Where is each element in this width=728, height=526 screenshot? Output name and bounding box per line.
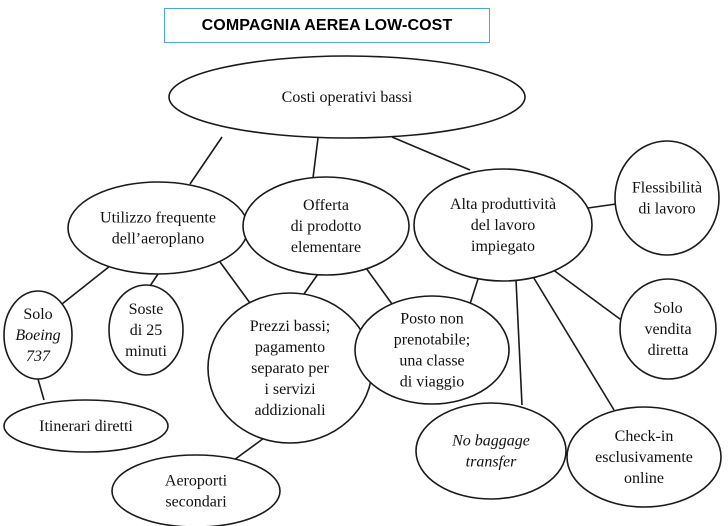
edge-utilizzo-to-soste xyxy=(149,273,159,287)
edge-offerta-to-posto xyxy=(365,267,393,305)
node-utilizzo-ellipse xyxy=(67,181,249,275)
node-itinerari: Itinerari diretti xyxy=(3,399,169,453)
node-no-baggage-ellipse xyxy=(415,402,567,500)
edge-alta-to-checkin xyxy=(531,274,615,411)
node-flessibilita-label-line: Flessibilità xyxy=(632,180,702,197)
node-checkin-label-line: online xyxy=(624,470,664,487)
node-aeroporti-label-line: Aeroporti xyxy=(165,473,228,490)
node-posto-label-line: prenotabile; xyxy=(394,332,470,349)
node-solo-vendita-label-line: Solo xyxy=(653,300,682,317)
node-aeroporti-ellipse xyxy=(111,454,281,526)
node-posto: Posto non prenotabile; una classe di viaggi… xyxy=(354,295,510,405)
node-soste-label-line: di 25 xyxy=(130,322,162,339)
node-prezzi-label-line: addizionali xyxy=(254,402,326,419)
node-offerta-label-line: elementare xyxy=(291,239,361,256)
node-solo-boeing-label-line: Solo xyxy=(23,306,52,323)
node-alta-label-line: impiegato xyxy=(471,238,535,255)
node-posto-ellipse xyxy=(354,295,510,405)
node-costi: Costi operativi bassi xyxy=(168,55,526,139)
node-soste: Soste di 25 minuti xyxy=(108,284,184,376)
node-posto-label-line: una classe xyxy=(399,353,464,370)
node-solo-vendita-ellipse xyxy=(619,278,717,380)
node-solo-boeing-ellipse xyxy=(3,290,73,380)
edge-alta-to-solo-vendita xyxy=(551,268,625,323)
edge-utilizzo-to-prezzi xyxy=(219,261,251,304)
edge-costi-to-offerta xyxy=(312,137,319,179)
node-no-baggage: No baggage transfer xyxy=(415,402,567,500)
node-offerta-label-line: Offerta xyxy=(303,197,349,214)
edge-alta-to-no-baggage xyxy=(515,279,523,406)
node-flessibilita-label-line: di lavoro xyxy=(638,201,695,218)
edge-alta-to-posto xyxy=(469,278,479,305)
node-prezzi: Prezzi bassi; pagamento separato per i serv… xyxy=(207,292,373,444)
node-prezzi-label-line: separato per xyxy=(251,360,329,377)
node-checkin-ellipse xyxy=(566,406,722,508)
node-solo-vendita-label-line: diretta xyxy=(648,342,689,359)
node-alta-label-line: del lavoro xyxy=(471,217,535,234)
node-checkin: Check-in esclusivamente online xyxy=(566,406,722,508)
node-soste-ellipse xyxy=(108,284,184,376)
node-costi-label-line: Costi operativi bassi xyxy=(282,89,413,106)
node-soste-label-line: minuti xyxy=(125,343,167,360)
node-soste-label-line: Soste xyxy=(129,301,164,318)
node-no-baggage-label-line: No baggage xyxy=(451,433,530,450)
node-offerta: Offerta di prodotto elementare xyxy=(242,176,410,276)
node-utilizzo: Utilizzo frequente dell’aeroplano xyxy=(67,181,249,275)
node-prezzi-label-line: Prezzi bassi; xyxy=(250,318,330,335)
node-solo-vendita: Solo vendita diretta xyxy=(619,278,717,380)
node-flessibilita: Flessibilità di lavoro xyxy=(614,140,720,256)
node-utilizzo-label-line: Utilizzo frequente xyxy=(100,210,216,227)
node-posto-label-line: di viaggio xyxy=(400,374,464,391)
edge-costi-to-alta xyxy=(391,136,471,171)
edge-solo-boeing-to-itinerari xyxy=(37,378,45,401)
node-offerta-ellipse xyxy=(242,176,410,276)
node-aeroporti-label-line: secondari xyxy=(165,494,227,511)
node-solo-boeing-label-line: 737 xyxy=(26,348,51,365)
edge-offerta-to-prezzi xyxy=(303,273,319,295)
edge-utilizzo-to-solo-boeing xyxy=(61,265,111,305)
node-itinerari-label-line: Itinerari diretti xyxy=(39,418,133,435)
node-checkin-label-line: Check-in xyxy=(615,428,674,445)
edge-alta-to-flessibilita xyxy=(587,203,617,209)
node-offerta-label-line: di prodotto xyxy=(291,218,362,235)
node-alta-ellipse xyxy=(413,168,593,282)
node-prezzi-label-line: pagamento xyxy=(255,339,325,356)
node-no-baggage-label-line: transfer xyxy=(466,454,517,471)
connector-lines xyxy=(37,136,625,461)
node-checkin-label-line: esclusivamente xyxy=(595,449,693,466)
node-posto-label-line: Posto non xyxy=(400,311,464,328)
node-prezzi-label-line: i servizi xyxy=(264,381,316,398)
node-alta-label-line: Alta produttività xyxy=(450,196,556,213)
edge-prezzi-to-aeroporti xyxy=(233,437,265,461)
node-aeroporti: Aeroporti secondari xyxy=(111,454,281,526)
node-costi-ellipse xyxy=(168,55,526,139)
node-solo-boeing-label-line: Boeing xyxy=(15,327,60,344)
node-flessibilita-ellipse xyxy=(614,140,720,256)
edge-costi-to-utilizzo xyxy=(189,136,223,185)
diagram-title: COMPAGNIA AEREA LOW-COST xyxy=(164,8,490,43)
node-alta: Alta produttività del lavoro impiegato xyxy=(413,168,593,282)
node-itinerari-ellipse xyxy=(3,399,169,453)
node-solo-vendita-label-line: vendita xyxy=(644,321,691,338)
node-utilizzo-label-line: dell’aeroplano xyxy=(112,231,204,248)
